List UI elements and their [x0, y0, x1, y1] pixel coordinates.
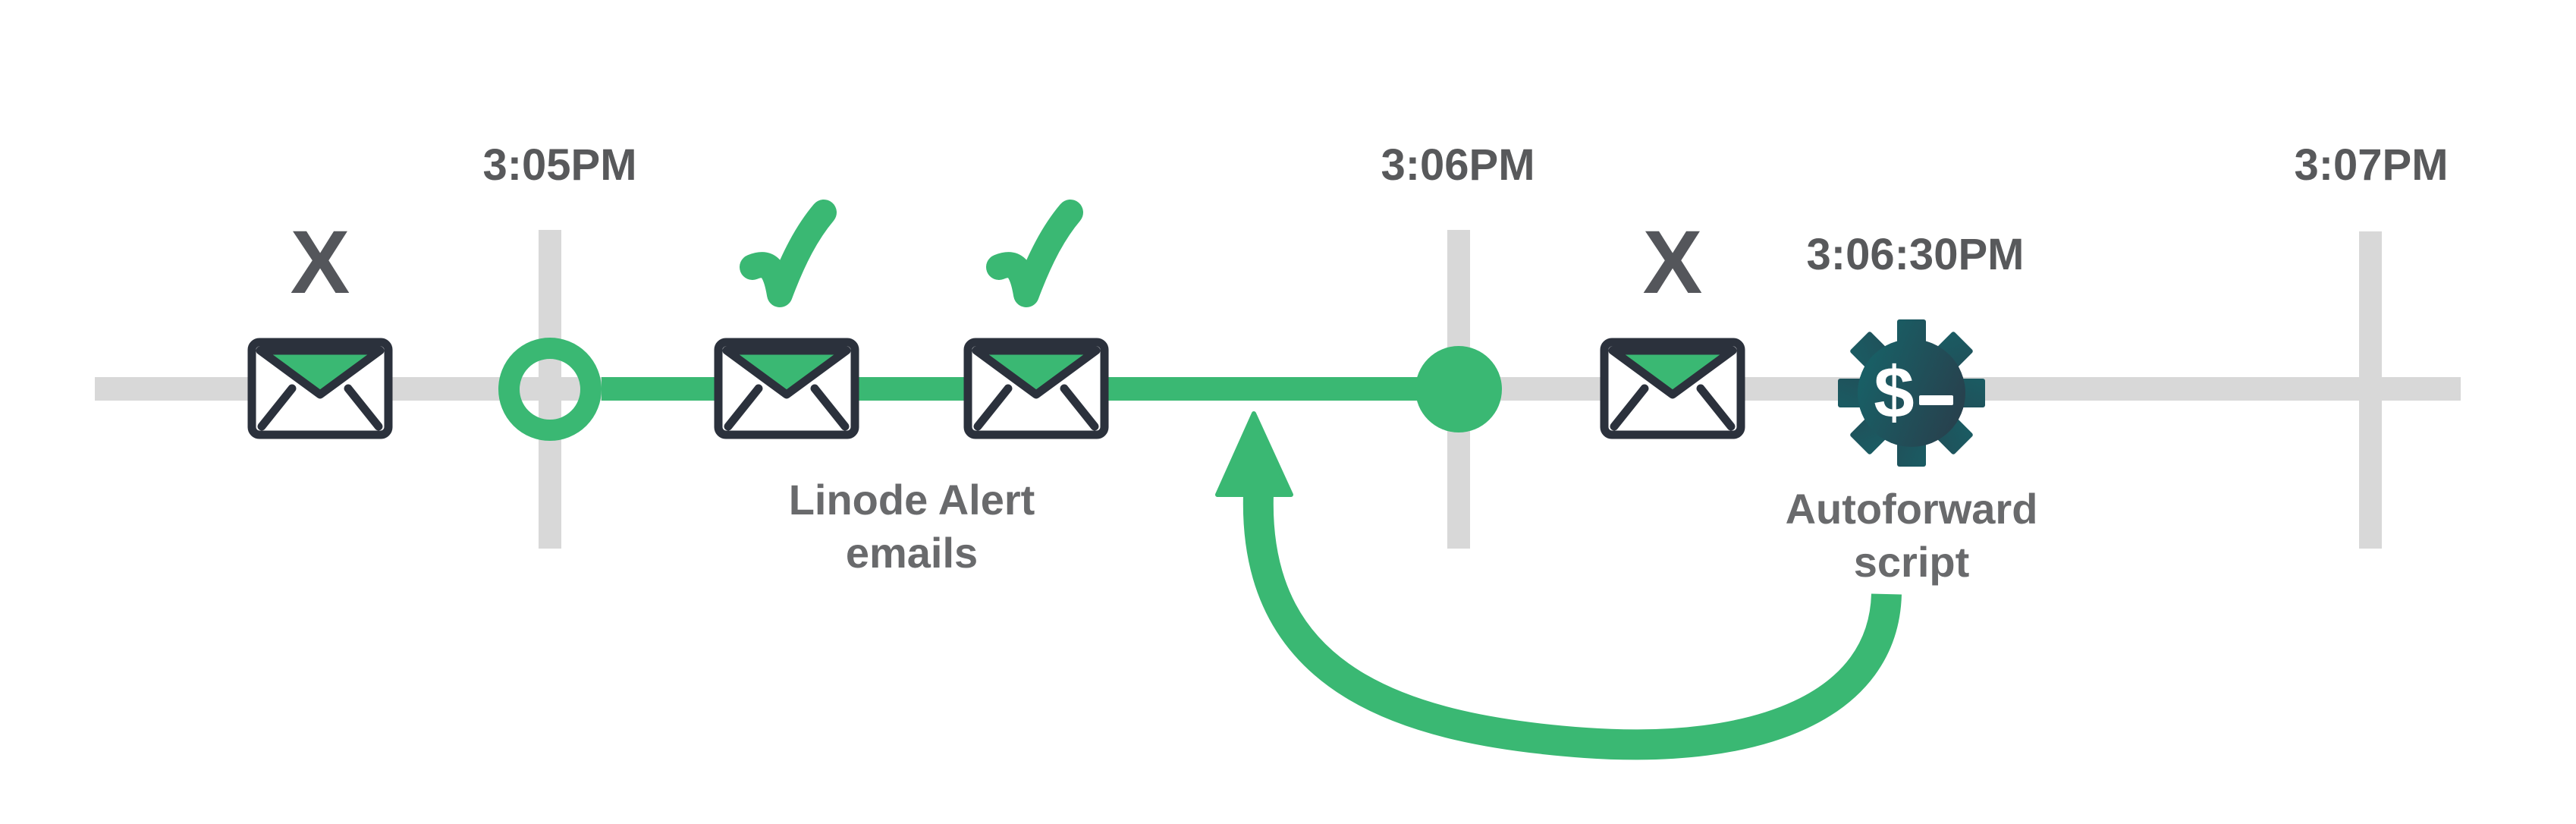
gear-dollar-glyph: $	[1874, 352, 1914, 433]
time-label-3-05: 3:05PM	[482, 140, 636, 190]
x-mark-right: X	[1643, 212, 1703, 313]
envelope-fold-left	[257, 384, 297, 431]
autoforward-caption-line1: Autoforward	[1786, 485, 2038, 533]
curved-arrow-shaft	[1242, 494, 1902, 760]
envelope-flap	[256, 346, 385, 399]
x-mark-left: X	[291, 212, 350, 313]
arrow-head-icon	[1215, 411, 1293, 497]
gear-underscore-glyph	[1919, 395, 1953, 405]
envelope-fold-right	[344, 384, 383, 431]
envelope-icon-2	[714, 338, 859, 439]
check-icon-1	[740, 200, 837, 307]
curved-arrow	[1215, 411, 1902, 760]
envelope-fold-right	[1060, 384, 1099, 431]
alert-caption-line1: Linode Alert	[789, 476, 1035, 524]
envelope-fold-left	[1610, 384, 1649, 431]
envelope-flap	[722, 346, 851, 399]
tick-3-07	[2359, 231, 2382, 549]
time-label-3-06-30: 3:06:30PM	[1807, 230, 2025, 279]
alert-caption-line2: emails	[846, 529, 978, 577]
time-label-3-06: 3:06PM	[1381, 140, 1535, 190]
envelope-icon-4	[1600, 338, 1745, 439]
tick-3-05	[539, 230, 561, 549]
autoforward-caption-line2: script	[1854, 538, 1970, 586]
envelope-flap	[972, 346, 1101, 399]
check-icon-2	[986, 200, 1083, 307]
time-label-3-07: 3:07PM	[2294, 140, 2448, 190]
gear-body	[1858, 339, 1965, 447]
open-circle-marker	[498, 338, 602, 441]
envelope-fold-right	[810, 384, 850, 431]
filled-circle-marker	[1415, 346, 1502, 432]
envelope-fold-left	[973, 384, 1013, 431]
envelope-flap	[1608, 346, 1737, 399]
envelope-fold-left	[724, 384, 763, 431]
envelope-fold-right	[1696, 384, 1736, 431]
envelope-icon-1	[247, 338, 393, 439]
gear-dollar-icon: $	[1838, 319, 1985, 467]
envelope-icon-3	[963, 338, 1109, 439]
